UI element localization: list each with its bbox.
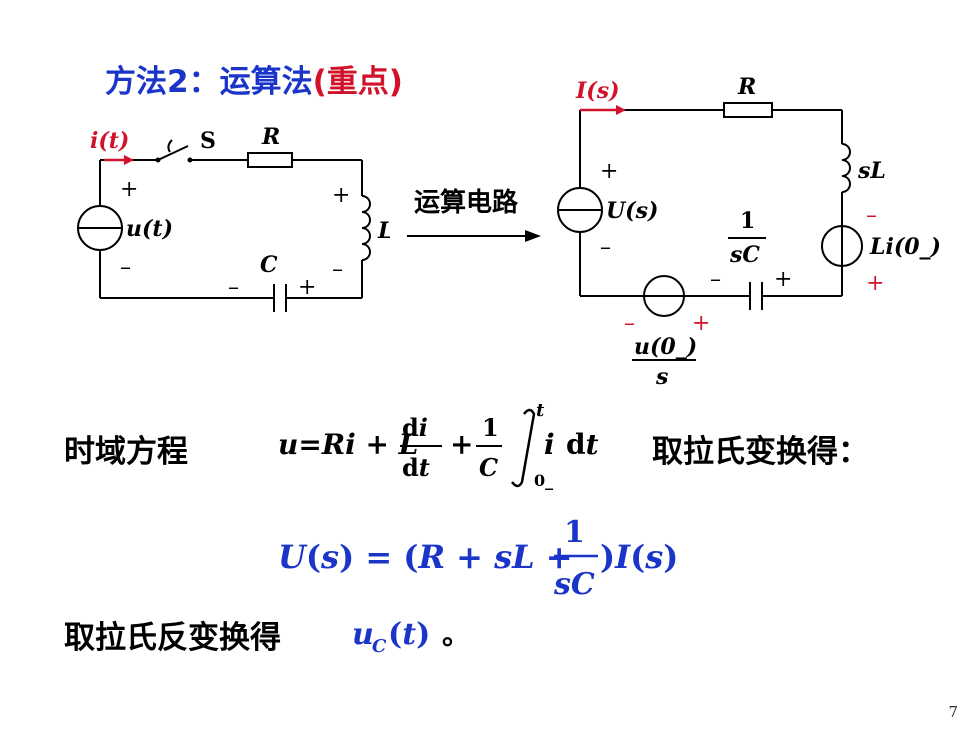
capacitor-minus: – bbox=[228, 275, 239, 300]
svg-text:sC: sC bbox=[553, 567, 595, 602]
s-domain-formula: U(s) = (R + sL + 1 sC )I(s) bbox=[278, 515, 678, 602]
integral-upper: t bbox=[536, 400, 545, 421]
svg-text:(t): (t) bbox=[388, 617, 430, 652]
resistor-symbol bbox=[247, 152, 293, 168]
capacitor-minus: – bbox=[710, 267, 721, 292]
capacitor-label: C bbox=[260, 252, 278, 278]
inductor-symbol bbox=[841, 143, 851, 193]
svg-text:dt: dt bbox=[402, 453, 430, 482]
svg-text:i: i bbox=[544, 428, 555, 461]
svg-text:)I(s): )I(s) bbox=[600, 538, 678, 576]
current-arrow-icon bbox=[616, 105, 626, 115]
current-arrow-icon bbox=[124, 155, 134, 165]
title-main: 方法2：运算法 bbox=[105, 64, 313, 100]
source-minus: – bbox=[600, 235, 611, 260]
svg-text:u: u bbox=[352, 617, 374, 652]
source-plus: + bbox=[120, 177, 138, 202]
resistor-symbol bbox=[723, 102, 773, 118]
svg-text:+: + bbox=[450, 428, 473, 461]
inductor-minus: – bbox=[332, 257, 343, 282]
current-label: i(t) bbox=[90, 128, 129, 154]
current-label: I(s) bbox=[575, 78, 620, 104]
cap-src-den: s bbox=[655, 364, 668, 390]
switch-label: S bbox=[200, 128, 216, 154]
cap-src-plus: + bbox=[692, 311, 710, 336]
resistor-label: R bbox=[261, 124, 280, 150]
transform-arrow-label: 运算电路 bbox=[414, 188, 519, 218]
cap-fraction-num: 1 bbox=[740, 208, 755, 234]
ind-source-label: Li(0_) bbox=[869, 234, 941, 260]
time-domain-label: 时域方程 bbox=[64, 434, 188, 470]
resistor-label: R bbox=[737, 74, 756, 100]
svg-text:C: C bbox=[372, 636, 387, 657]
svg-text:U(s) = (R + sL +: U(s) = (R + sL + bbox=[278, 538, 573, 576]
slide-title: 方法2：运算法(重点) bbox=[105, 56, 403, 101]
time-domain-formula: u=Ri + L di dt + 1 C t 0_ i dt bbox=[278, 400, 599, 490]
inverse-text: 取拉氏反变换得 bbox=[64, 620, 281, 656]
capacitor-plus: + bbox=[774, 267, 792, 292]
svg-text:u=Ri + L: u=Ri + L bbox=[278, 428, 418, 461]
inductor-plus: + bbox=[332, 183, 350, 208]
cap-src-minus: – bbox=[624, 311, 635, 336]
page-number: 7 bbox=[948, 703, 958, 721]
ind-source-minus: – bbox=[866, 203, 877, 228]
cap-src-num: u(0_) bbox=[634, 334, 697, 360]
title-emphasis: (重点) bbox=[312, 64, 403, 100]
inductor-symbol bbox=[361, 195, 371, 261]
svg-text:1: 1 bbox=[564, 515, 585, 550]
inverse-variable: u C (t) 。 bbox=[352, 617, 470, 657]
cap-fraction-den: sC bbox=[729, 242, 760, 268]
integral-lower: 0_ bbox=[534, 471, 553, 490]
s-domain-circuit: I(s) R sL U(s) + – – + Li(0_) 1 sC – + –… bbox=[557, 74, 941, 390]
svg-text:di: di bbox=[402, 413, 428, 442]
svg-text:C: C bbox=[479, 453, 498, 482]
svg-text:1: 1 bbox=[482, 413, 499, 442]
source-plus: + bbox=[600, 159, 618, 184]
source-minus: – bbox=[120, 255, 131, 280]
inverse-text-line: 取拉氏反变换得 bbox=[64, 612, 281, 657]
laplace-text: 取拉氏变换得： bbox=[652, 434, 869, 470]
capacitor-plus: + bbox=[298, 275, 316, 300]
svg-text:dt: dt bbox=[566, 428, 599, 461]
source-label: U(s) bbox=[606, 198, 658, 224]
inductor-label: L bbox=[377, 218, 390, 244]
period: 。 bbox=[442, 618, 470, 651]
ind-source-plus: + bbox=[866, 271, 884, 296]
transform-arrow-icon bbox=[407, 230, 541, 242]
inductor-label: sL bbox=[857, 158, 886, 184]
source-label: u(t) bbox=[126, 216, 173, 242]
time-domain-circuit: i(t) S R u(t) L C + – + – – + bbox=[77, 124, 390, 312]
